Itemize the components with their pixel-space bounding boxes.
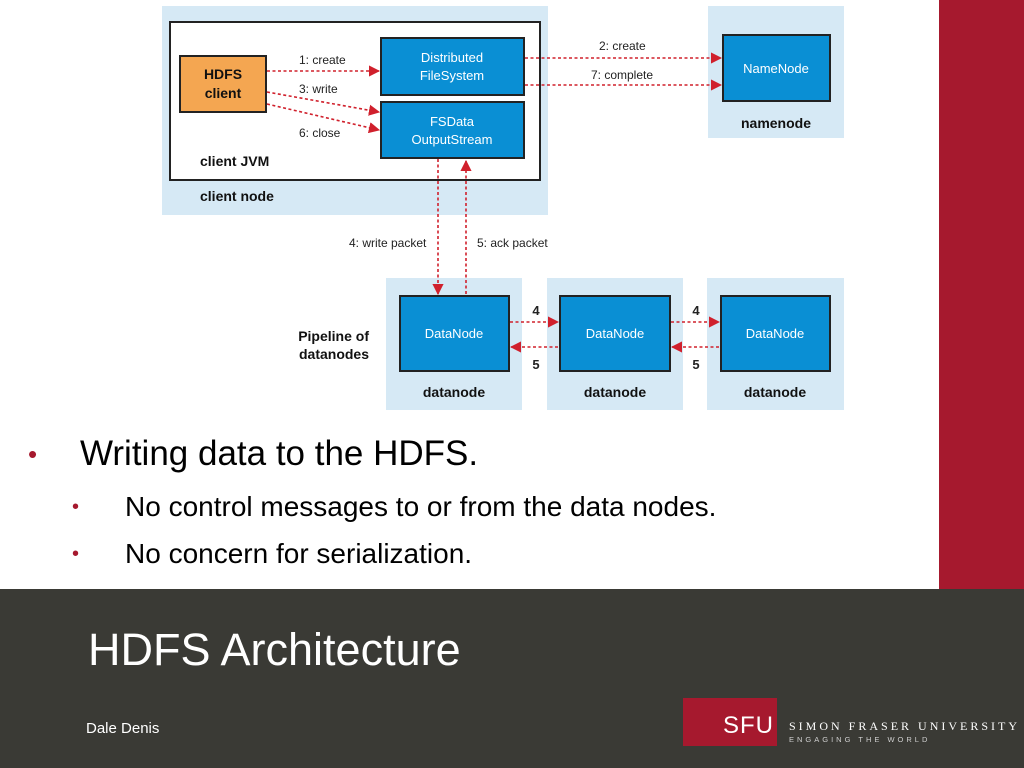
university-tagline: ENGAGING THE WORLD bbox=[789, 735, 931, 744]
step-nn-create-label: 2: create bbox=[599, 39, 646, 53]
sub-bullet-text: No concern for serialization. bbox=[125, 538, 473, 569]
sub-bullet-text: No control messages to or from the data … bbox=[125, 491, 717, 522]
fsdata-outputstream-box bbox=[380, 101, 525, 159]
fsdata-line1: FSData bbox=[430, 114, 475, 129]
client-node-label: client node bbox=[200, 188, 274, 204]
step-close-label: 6: close bbox=[299, 126, 341, 140]
slide-title: HDFS Architecture bbox=[88, 624, 461, 675]
datanode-box-label-2: DataNode bbox=[586, 326, 645, 341]
hdfs-client-line1: HDFS bbox=[204, 66, 242, 82]
bullet-text: Writing data to the HDFS. bbox=[80, 434, 479, 473]
bullet-marker: • bbox=[28, 439, 38, 469]
pipeline-label-line1: Pipeline of bbox=[298, 328, 369, 344]
datanode-box-label-3: DataNode bbox=[746, 326, 805, 341]
pipeline-ack-label-2: 5 bbox=[692, 357, 699, 372]
author-name: Dale Denis bbox=[86, 720, 160, 737]
sfu-logo-abbr: SFU bbox=[723, 712, 774, 739]
hdfs-client-line2: client bbox=[205, 85, 242, 101]
step-ack-packet-label: 5: ack packet bbox=[477, 236, 548, 250]
datanode-label-2: datanode bbox=[584, 384, 646, 400]
footer: HDFS Architecture Dale Denis SFU SIMON F… bbox=[0, 589, 1024, 768]
datanode-box-3 bbox=[720, 295, 831, 372]
bullet-marker: • bbox=[72, 543, 80, 565]
datanode-label-1: datanode bbox=[423, 384, 485, 400]
namenode-box-label: NameNode bbox=[743, 61, 809, 76]
pipeline-forward-label-1: 4 bbox=[532, 303, 540, 318]
client-jvm-label: client JVM bbox=[200, 153, 269, 169]
bullet-marker: • bbox=[72, 496, 80, 518]
datanode-label-3: datanode bbox=[744, 384, 806, 400]
hdfs-write-diagram: HDFS client Distributed FileSystem FSDat… bbox=[162, 6, 844, 410]
step-write-packet-label: 4: write packet bbox=[349, 236, 427, 250]
university-name: SIMON FRASER UNIVERSITY bbox=[789, 719, 1021, 733]
step-complete-label: 7: complete bbox=[591, 68, 653, 82]
write-arrow bbox=[266, 91, 381, 116]
distributed-filesystem-box bbox=[380, 37, 525, 96]
namenode-box bbox=[722, 34, 831, 102]
pipeline-forward-label-2: 4 bbox=[692, 303, 700, 318]
fsdata-line2: OutputStream bbox=[412, 132, 493, 147]
distributed-filesystem-line1: Distributed bbox=[421, 50, 483, 65]
pipeline-ack-label-1: 5 bbox=[532, 357, 539, 372]
datanode-box-label-1: DataNode bbox=[425, 326, 484, 341]
distributed-filesystem-line2: FileSystem bbox=[420, 68, 484, 83]
hdfs-client-box bbox=[179, 55, 267, 113]
step-create-label: 1: create bbox=[299, 53, 346, 67]
step-write-label: 3: write bbox=[299, 82, 338, 96]
pipeline-label-line2: datanodes bbox=[299, 346, 369, 362]
namenode-label: namenode bbox=[741, 115, 811, 131]
accent-bar bbox=[939, 0, 1024, 589]
sfu-logo: SFU SIMON FRASER UNIVERSITY ENGAGING THE… bbox=[683, 698, 1017, 746]
close-arrow bbox=[266, 103, 381, 134]
datanode-box-2 bbox=[559, 295, 671, 372]
datanode-box-1 bbox=[399, 295, 510, 372]
sfu-logo-block: SFU bbox=[683, 698, 777, 746]
